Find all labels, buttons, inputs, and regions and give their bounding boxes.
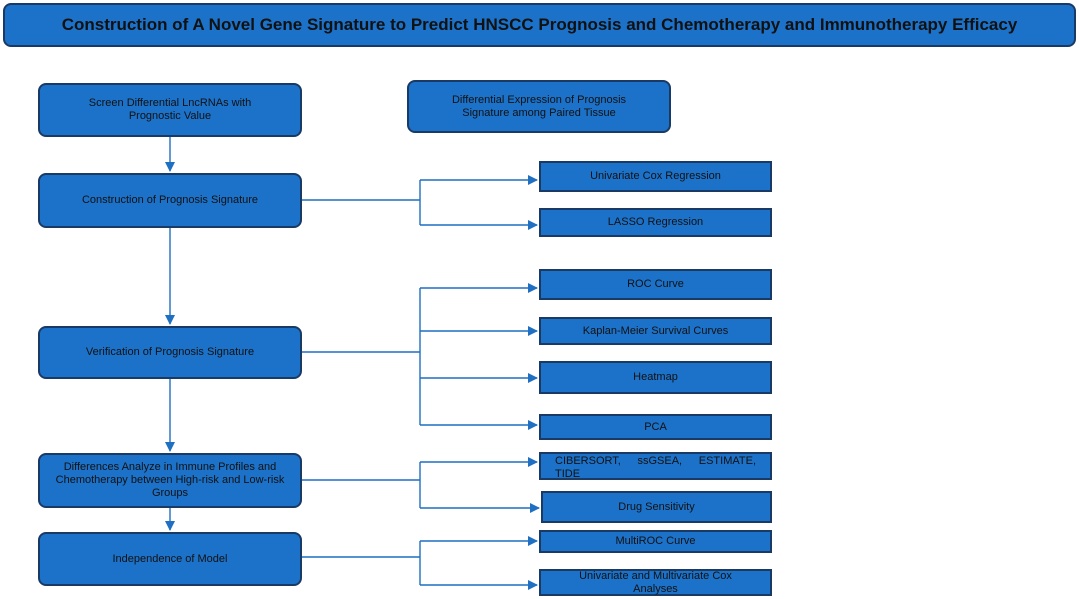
- method-pca: PCA: [539, 414, 772, 440]
- step-screen-lncrnas: Screen Differential LncRNAs with Prognos…: [38, 83, 302, 137]
- step-verification: Verification of Prognosis Signature: [38, 326, 302, 379]
- method-heatmap: Heatmap: [539, 361, 772, 394]
- step-differences: Differences Analyze in Immune Profiles a…: [38, 453, 302, 508]
- method-cibersort: CIBERSORT, ssGSEA, ESTIMATE, TIDE: [539, 452, 772, 480]
- method-kaplan-meier: Kaplan-Meier Survival Curves: [539, 317, 772, 345]
- method-lasso: LASSO Regression: [539, 208, 772, 237]
- method-drug-sensitivity: Drug Sensitivity: [541, 491, 772, 523]
- method-roc-curve: ROC Curve: [539, 269, 772, 300]
- differential-expression-box: Differential Expression of Prognosis Sig…: [407, 80, 671, 133]
- method-multiroc: MultiROC Curve: [539, 530, 772, 553]
- method-univariate-cox: Univariate Cox Regression: [539, 161, 772, 192]
- step-independence: Independence of Model: [38, 532, 302, 586]
- method-cox-analyses: Univariate and Multivariate Cox Analyses: [539, 569, 772, 596]
- step-construction: Construction of Prognosis Signature: [38, 173, 302, 228]
- diagram-title: Construction of A Novel Gene Signature t…: [3, 3, 1076, 47]
